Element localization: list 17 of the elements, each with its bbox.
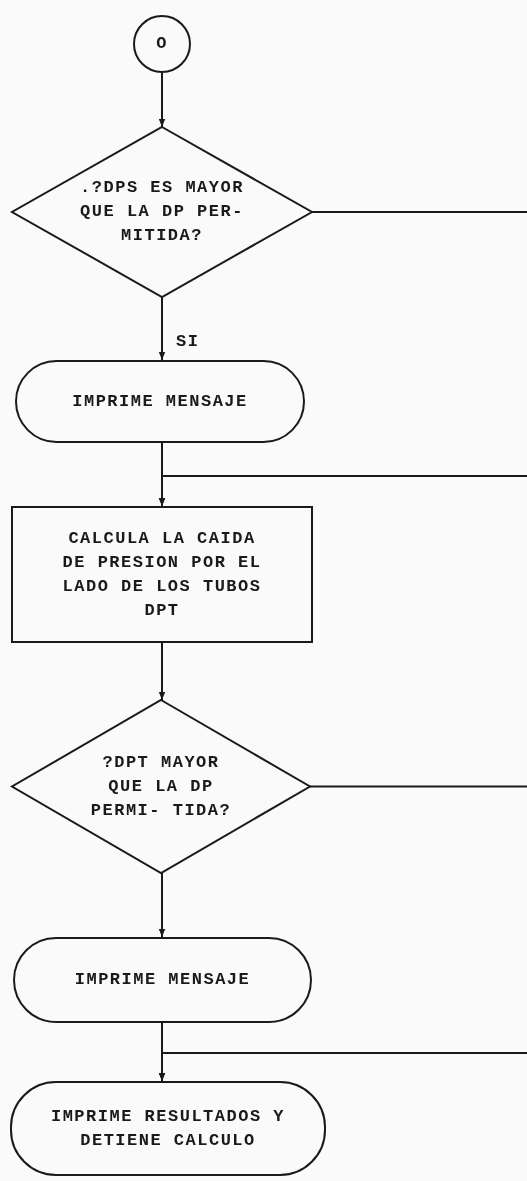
decision-diamond — [12, 700, 310, 873]
arrow — [158, 72, 166, 128]
arrow — [158, 296, 166, 361]
arrow — [158, 642, 166, 701]
decision-diamond — [12, 127, 312, 297]
node-text: IMPRIME RESULTADOS Y DETIENE CALCULO — [49, 1105, 286, 1152]
connector-circle — [133, 15, 191, 73]
arrow — [158, 475, 527, 507]
node-text: IMPRIME MENSAJE — [73, 969, 252, 991]
node-text: IMPRIME MENSAJE — [71, 390, 249, 413]
node-text: ?DPT MAYOR QUE LA DP PERMI- TIDA? — [89, 751, 233, 822]
arrow — [158, 1022, 166, 1082]
node-text: CALCULA LA CAIDA DE PRESION POR EL LADO DE LOS TUBOS DPT — [61, 527, 263, 622]
node-text: O — [155, 33, 169, 55]
node-text: .?DPS ES MAYOR QUE LA DP PER- MITIDA? — [79, 177, 245, 247]
arrow — [158, 872, 166, 938]
process-box — [11, 506, 313, 643]
